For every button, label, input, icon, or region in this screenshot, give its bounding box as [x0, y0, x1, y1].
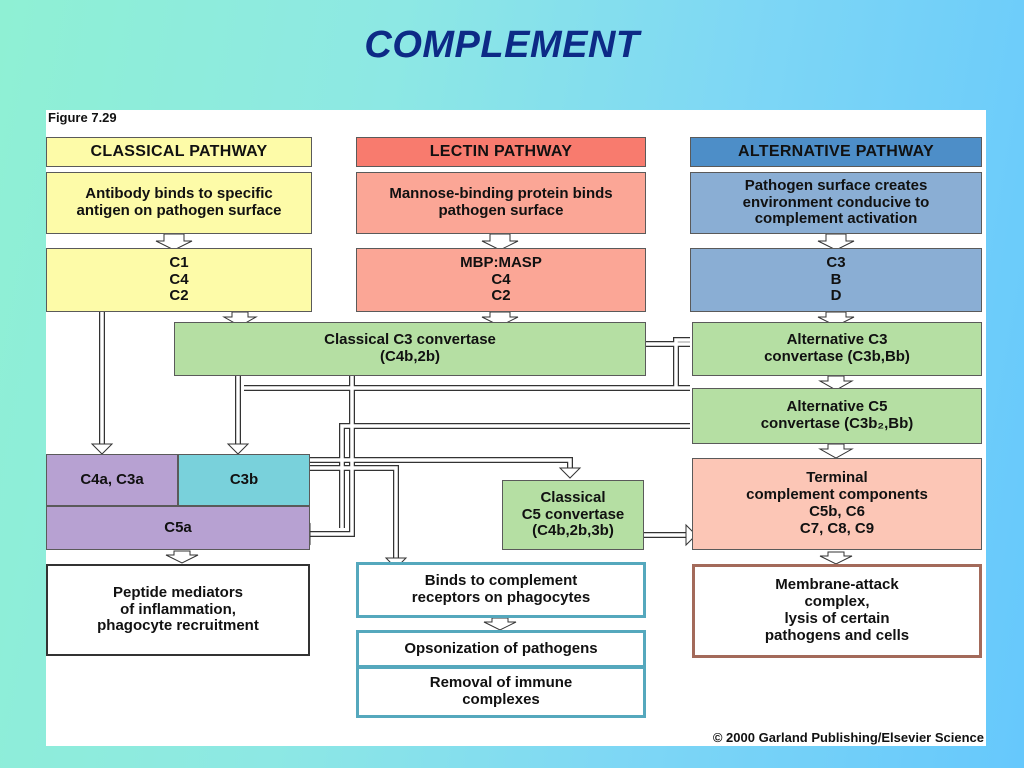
binds-receptors-box: Binds to complement receptors on phagocy…: [356, 562, 646, 618]
c5a-box: C5a: [46, 506, 310, 550]
arrow-terminal-membrane: [819, 551, 853, 565]
lectin-trigger-box: Mannose-binding protein binds pathogen s…: [356, 172, 646, 234]
c4a-c3a-box: C4a, C3a: [46, 454, 178, 506]
arrowhead-to-classical-c5conv: [558, 467, 582, 479]
figure-label: Figure 7.29: [48, 110, 117, 125]
peptide-mediators-box: Peptide mediators of inflammation, phago…: [46, 564, 310, 656]
alternative-components-box: C3 B D: [690, 248, 982, 312]
alternative-c3-convertase-box: Alternative C3 convertase (C3b,Bb): [692, 322, 982, 376]
opsonization-box: Opsonization of pathogens: [356, 630, 646, 668]
lectin-components-box: MBP:MASP C4 C2: [356, 248, 646, 312]
lectin-pathway-header: LECTIN PATHWAY: [356, 137, 646, 167]
removal-immune-complexes-box: Removal of immune complexes: [356, 666, 646, 718]
c3b-box: C3b: [178, 454, 310, 506]
arrow-c5a-peptide: [165, 550, 199, 564]
classical-c5-convertase-box: Classical C5 convertase (C4b,2b,3b): [502, 480, 644, 550]
membrane-attack-box: Membrane-attack complex, lysis of certai…: [692, 564, 982, 658]
arrowhead-classical-to-c4a: [90, 443, 114, 455]
alternative-c5-convertase-box: Alternative C5 convertase (C3b₂,Bb): [692, 388, 982, 444]
terminal-components-box: Terminal complement components C5b, C6 C…: [692, 458, 982, 550]
alternative-trigger-box: Pathogen surface creates environment con…: [690, 172, 982, 234]
classical-trigger-box: Antibody binds to specific antigen on pa…: [46, 172, 312, 234]
classical-components-box: C1 C4 C2: [46, 248, 312, 312]
slide-title: COMPLEMENT: [364, 24, 640, 66]
complement-figure: Figure 7.29: [46, 110, 986, 746]
copyright-notice: © 2000 Garland Publishing/Elsevier Scien…: [712, 730, 984, 745]
classical-pathway-header: CLASSICAL PATHWAY: [46, 137, 312, 167]
classical-c3-convertase-box: Classical C3 convertase (C4b,2b): [174, 322, 646, 376]
arrowhead-c3conv-to-c3b: [226, 443, 250, 455]
arrow-altc5-terminal: [818, 443, 854, 459]
alternative-pathway-header: ALTERNATIVE PATHWAY: [690, 137, 982, 167]
arrow-binds-opsonization: [483, 617, 517, 631]
